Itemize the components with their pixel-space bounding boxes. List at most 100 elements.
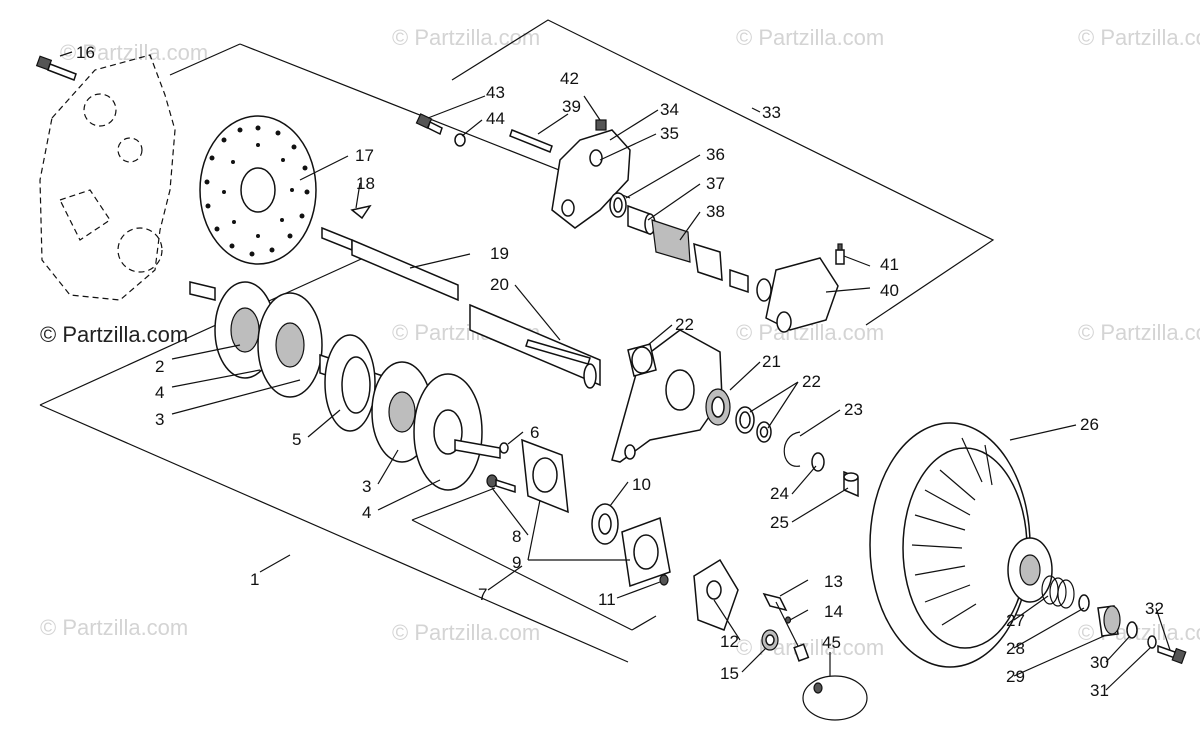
bolt-32: [1157, 644, 1187, 665]
callout-14: 14: [824, 602, 843, 621]
callout-18: 18: [356, 174, 375, 193]
part-6: [499, 442, 509, 454]
callout-32: 32: [1145, 599, 1164, 618]
callout-21: 21: [762, 352, 781, 371]
clip-45: [802, 675, 868, 721]
watermark: © Partzilla.com: [1078, 620, 1200, 645]
pad-38: [651, 219, 723, 282]
callout-1: 1: [250, 570, 259, 589]
callout-4: 4: [155, 383, 164, 402]
bleeder-42: [595, 119, 607, 131]
callout-22b: 22: [802, 372, 821, 391]
washer-44: [454, 133, 466, 147]
callout-17: 17: [355, 146, 374, 165]
callout-20: 20: [490, 275, 509, 294]
callout-30: 30: [1090, 653, 1109, 672]
callout-44: 44: [486, 109, 505, 128]
callout-22: 22: [675, 315, 694, 334]
callout-37: 37: [706, 174, 725, 193]
callout-9: 9: [512, 553, 521, 572]
plate-12: [693, 558, 739, 631]
callout-7: 7: [478, 585, 487, 604]
watermark: © Partzilla.com: [392, 25, 540, 50]
callout-6: 6: [530, 423, 539, 442]
watermark-main: © Partzilla.com: [40, 322, 188, 347]
bearing-10: [591, 503, 619, 545]
callout-8: 8: [512, 527, 521, 546]
piston-right: [729, 268, 772, 302]
callout-3b: 3: [362, 477, 371, 496]
driven-clutch-26: [869, 422, 1053, 668]
part-11: [659, 574, 669, 586]
bushing-22-upper: [627, 343, 657, 377]
caliper-40: [765, 257, 839, 333]
callout-5: 5: [292, 430, 301, 449]
washer-28: [1078, 594, 1090, 612]
callout-42: 42: [560, 69, 579, 88]
bolt-8: [486, 474, 516, 494]
assembly-7-bracket: [411, 487, 657, 631]
watermark: © Partzilla.com: [736, 25, 884, 50]
callout-10: 10: [632, 475, 651, 494]
callout-3: 3: [155, 410, 164, 429]
callout-24: 24: [770, 484, 789, 503]
callout-26: 26: [1080, 415, 1099, 434]
callout-12: 12: [720, 632, 739, 651]
bolt-43: [415, 113, 443, 136]
callout-29: 29: [1006, 667, 1025, 686]
hub-29: [1097, 605, 1121, 637]
callout-16: 16: [76, 43, 95, 62]
watermark: © Partzilla.com: [60, 40, 208, 65]
bearing-21: [705, 388, 731, 426]
pin-39: [509, 129, 553, 153]
bleeder-41: [835, 243, 845, 265]
flange-9-lower: [621, 516, 671, 588]
watermark: © Partzilla.com: [40, 615, 188, 640]
assembly-33-bracket: [451, 19, 995, 326]
washer-31: [1147, 635, 1157, 649]
callout-15: 15: [720, 664, 739, 683]
callout-31: 31: [1090, 681, 1109, 700]
callout-4b: 4: [362, 503, 371, 522]
snapring-23: [783, 431, 801, 467]
sprocket-lower: [371, 361, 501, 491]
spacer-25: [843, 470, 859, 498]
callout-41: 41: [880, 255, 899, 274]
callout-labels: 1 2 3 3 4 4 5 6 7 8 9 10 11 12 13 14 15 …: [76, 43, 1164, 700]
seal-36: [609, 192, 627, 218]
callout-2: 2: [155, 357, 164, 376]
flange-9-upper: [521, 438, 569, 514]
callout-28: 28: [1006, 639, 1025, 658]
callout-23: 23: [844, 400, 863, 419]
callout-27: 27: [1006, 611, 1025, 630]
sensor-13: [762, 592, 810, 662]
callout-13: 13: [824, 572, 843, 591]
gearcase-housing: [39, 54, 176, 301]
washer-22: [756, 421, 772, 443]
key-18: [350, 204, 372, 220]
bolt-16: [35, 55, 77, 81]
callout-33: 33: [762, 103, 781, 122]
spring-27: [1041, 575, 1075, 609]
callout-36: 36: [706, 145, 725, 164]
watermark: © Partzilla.com: [392, 620, 540, 645]
callout-34: 34: [660, 100, 679, 119]
leader-lines: [59, 51, 1171, 691]
nut-15: [761, 629, 779, 651]
washer-30: [1126, 621, 1138, 639]
drive-shaft: [189, 281, 396, 400]
key-20: [525, 339, 591, 365]
assembly-1-bracket: [39, 43, 631, 663]
part-14: [784, 616, 792, 624]
watermark: © Partzilla.com: [736, 635, 884, 660]
callout-11: 11: [598, 590, 616, 609]
watermark: © Partzilla.com: [1078, 25, 1200, 50]
callout-25: 25: [770, 513, 789, 532]
lockwasher-22: [735, 406, 755, 434]
brake-disc-17: [199, 115, 317, 265]
watermark: © Partzilla.com: [1078, 320, 1200, 345]
callout-19: 19: [490, 244, 509, 263]
callout-43: 43: [486, 83, 505, 102]
